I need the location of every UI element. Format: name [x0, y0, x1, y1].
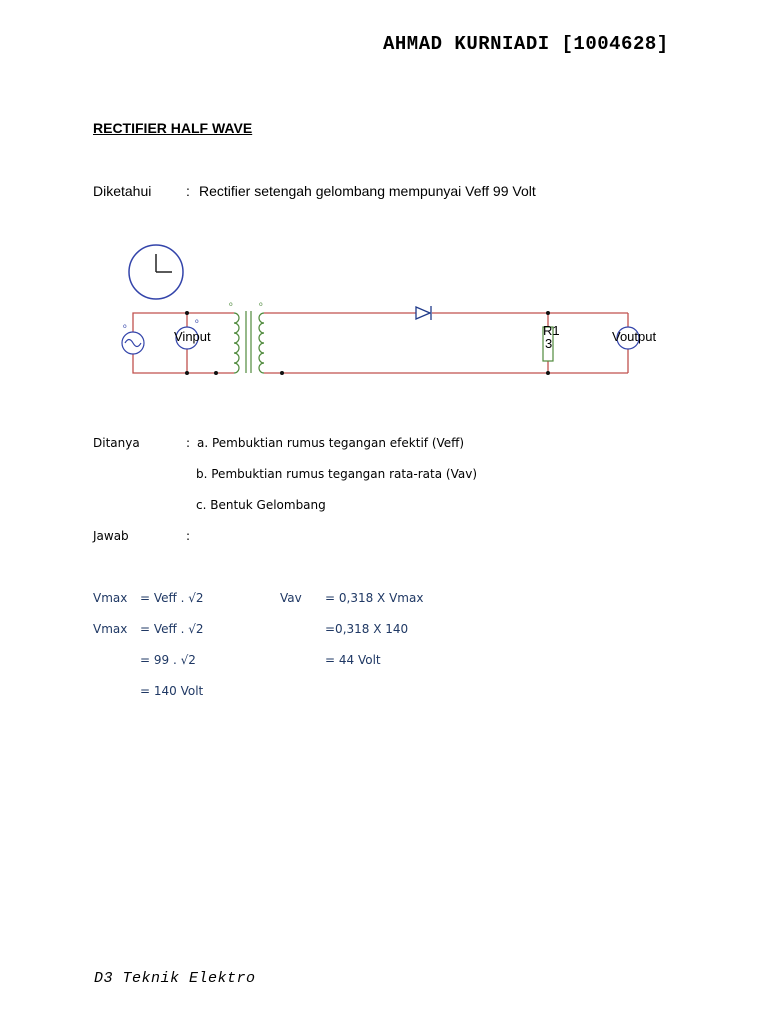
clock-icon — [128, 244, 184, 300]
diketahui-colon: : — [186, 183, 190, 199]
jawab-label: Jawab — [93, 529, 129, 543]
question-c: c. Bentuk Gelombang — [196, 498, 326, 512]
resistor-value: 3 — [545, 336, 552, 351]
question-a: a. Pembuktian rumus tegangan efektif (Ve… — [197, 436, 465, 450]
transformer-icon: o o — [229, 301, 265, 374]
diode-icon — [415, 306, 432, 320]
resistor-icon — [542, 326, 554, 362]
page-title: RECTIFIER HALF WAVE — [93, 120, 253, 136]
ac-source-icon: o — [121, 323, 145, 355]
vinput-meter-icon: o — [175, 318, 199, 350]
calc-vmax-eq-2: = Veff . √2 — [140, 622, 204, 636]
svg-text:o: o — [229, 301, 233, 308]
svg-text:o: o — [123, 323, 127, 330]
calc-vmax-eq-1: = Veff . √2 — [140, 591, 204, 605]
page-footer: D3 Teknik Elektro — [94, 970, 256, 987]
calc-vmax-eq-3: = 99 . √2 — [140, 653, 196, 667]
circuit-wires — [132, 312, 629, 374]
calc-vmax-eq-4: = 140 Volt — [140, 684, 204, 698]
question-b: b. Pembuktian rumus tegangan rata-rata (… — [196, 467, 477, 481]
calc-vav-eq-3: = 44 Volt — [325, 653, 381, 667]
ditanya-colon: : — [186, 436, 191, 450]
jawab-colon: : — [186, 529, 191, 543]
circuit-diagram: o o Vinput o o R1 3 Voutput — [121, 244, 656, 375]
author-header: AHMAD KURNIADI [1004628] — [383, 33, 669, 55]
ditanya-label: Ditanya — [93, 436, 140, 450]
vinput-label: Vinput — [174, 329, 211, 344]
diketahui-label: Diketahui — [93, 183, 152, 199]
calc-vav-label: Vav — [280, 591, 302, 605]
svg-text:o: o — [195, 318, 199, 325]
junction-dots — [185, 311, 550, 375]
resistor-name: R1 — [543, 323, 560, 338]
svg-text:o: o — [259, 301, 263, 308]
voutput-meter-icon — [616, 326, 640, 350]
diketahui-text: Rectifier setengah gelombang mempunyai V… — [199, 183, 536, 199]
calc-vmax-label-2: Vmax — [93, 622, 128, 636]
calc-vmax-label-1: Vmax — [93, 591, 128, 605]
voutput-label: Voutput — [612, 329, 656, 344]
calc-vav-eq-2: =0,318 X 140 — [325, 622, 409, 636]
calc-vav-eq-1: = 0,318 X Vmax — [325, 591, 424, 605]
